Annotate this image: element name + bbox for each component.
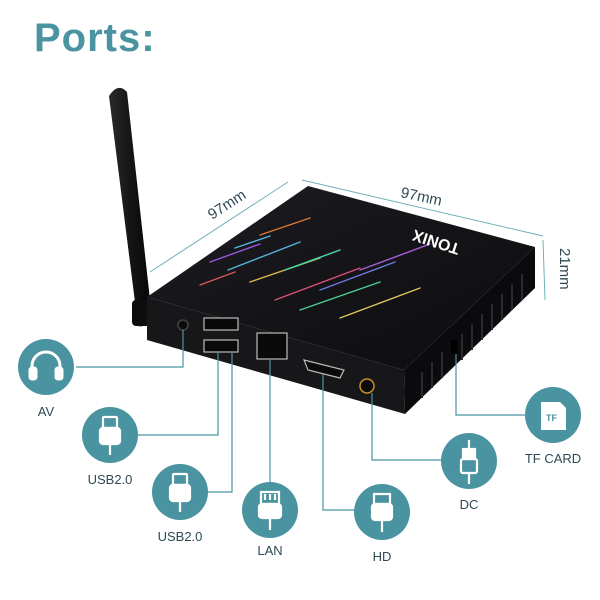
antenna-base xyxy=(132,300,150,326)
port-label-dc: DC xyxy=(460,497,479,512)
port-av xyxy=(18,339,74,395)
usb-port-upper xyxy=(203,317,239,331)
port-hd xyxy=(354,484,410,540)
usb-port-lower xyxy=(203,339,239,353)
dimension-width-label: 97mm xyxy=(399,184,443,209)
headphones-icon xyxy=(28,350,64,381)
port-usb-2 xyxy=(152,464,208,520)
tf-card-icon: TF xyxy=(541,402,566,430)
usb-plug-icon xyxy=(98,415,122,455)
port-dc xyxy=(441,433,497,489)
port-tf-card: TF xyxy=(525,387,581,443)
dc-jack xyxy=(359,378,375,394)
port-label-av: AV xyxy=(38,404,55,419)
tf-slot xyxy=(451,340,457,354)
page-title: Ports: xyxy=(34,16,156,60)
tv-box-device: TONIX xyxy=(147,186,535,414)
port-leader-lines xyxy=(76,330,525,511)
port-label-tf-card: TF CARD xyxy=(525,451,581,466)
dimension-height-label: 21mm xyxy=(556,248,573,290)
port-label-hd: HD xyxy=(373,549,392,564)
dc-plug-icon xyxy=(459,440,479,484)
port-label-lan: LAN xyxy=(257,543,282,558)
port-lan xyxy=(242,482,298,538)
lan-port xyxy=(256,332,288,360)
hdmi-port xyxy=(303,359,345,379)
port-label-usb-2: USB2.0 xyxy=(158,529,203,544)
port-usb-1 xyxy=(82,407,138,463)
hdmi-plug-icon xyxy=(370,492,394,532)
antenna xyxy=(109,87,152,327)
usb-plug-icon xyxy=(168,472,192,512)
av-jack xyxy=(177,319,189,331)
dimension-guides xyxy=(149,179,546,301)
dimension-depth-label: 97mm xyxy=(205,186,249,223)
ethernet-plug-icon xyxy=(257,490,283,530)
tf-card-icon-text: TF xyxy=(546,413,557,423)
port-label-usb-1: USB2.0 xyxy=(88,472,133,487)
